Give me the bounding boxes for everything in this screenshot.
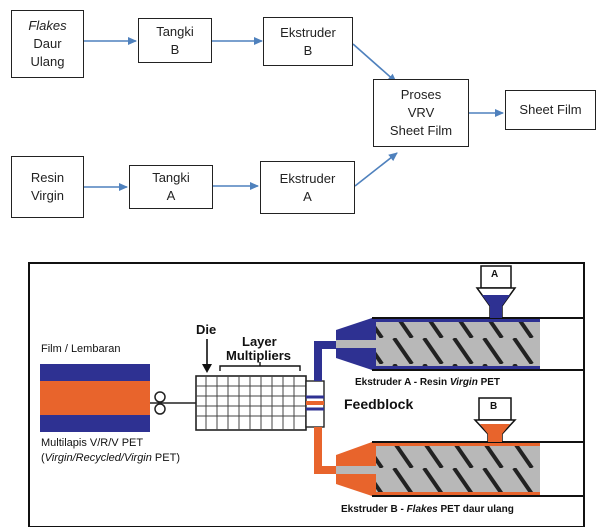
ekstruder-b-caption-post: PET daur ulang	[437, 504, 514, 515]
proses-line1: Proses	[400, 87, 442, 102]
tangki-a-line1: Tangki	[152, 170, 190, 185]
layer-multiplier-body	[195, 375, 307, 431]
multiplier-grid	[196, 376, 306, 430]
multipliers-label: Multipliers	[226, 348, 292, 363]
proses-line2: VRV	[407, 105, 435, 120]
die-label: Die	[196, 322, 217, 337]
tangki-a-line2: A	[166, 188, 176, 203]
hopper-b	[473, 397, 517, 443]
daur-label: Daur	[33, 36, 62, 51]
ekstruder-a-line2: A	[303, 188, 312, 204]
ekstruder-a-line1: Ekstruder	[279, 170, 336, 186]
ekstruder-a-caption-post: PET	[477, 377, 501, 388]
arrow-ekstruder-a-to-proses	[354, 152, 398, 187]
arrow-ekstruder-b-to-proses	[352, 43, 397, 83]
ekstruder-b-line1: Ekstruder	[280, 24, 336, 40]
tangki-b-box: Tangki B	[138, 18, 212, 63]
hopper-a-label: A	[491, 269, 499, 280]
ekstruder-b-box: Ekstruder B	[263, 17, 353, 66]
ekstruder-a-caption-italic: Virgin	[449, 377, 478, 388]
ulang-label: Ulang	[30, 54, 65, 69]
sheet-layer-top	[40, 364, 150, 381]
ekstruder-a-caption: Ekstruder A - Resin Virgin PET	[355, 377, 500, 388]
blue-feed-pipe	[314, 341, 336, 381]
proses-vrv-box: Proses VRV Sheet Film	[373, 79, 469, 147]
ekstruder-a-box: Ekstruder A	[260, 161, 355, 214]
ekstruder-b-line2: B	[303, 42, 313, 58]
tangki-b-line1: Tangki	[156, 23, 194, 39]
vrv-pet-label: (Virgin/Recycled/Virgin PET)	[41, 452, 180, 464]
multilapis-label: Multilapis V/R/V PET	[41, 437, 144, 449]
sheet-layer-middle	[40, 381, 150, 415]
resin-label: Resin	[30, 170, 65, 185]
sheet-film-label: Sheet Film	[519, 102, 582, 117]
ekstruder-b-caption-italic: Flakes	[406, 504, 438, 515]
sheet-layer-bottom	[40, 415, 150, 432]
ekstruder-b-caption-pre: Ekstruder B -	[341, 504, 407, 515]
vrv-open-paren: (	[41, 452, 45, 464]
hopper-b-label: B	[490, 401, 498, 412]
ekstruder-a-caption-pre: Ekstruder A - Resin	[355, 377, 450, 388]
ekstruder-b-caption: Ekstruder B - Flakes PET daur ulang	[341, 504, 514, 515]
tangki-b-line2: B	[170, 41, 180, 57]
sheet-film-box: Sheet Film	[505, 90, 596, 130]
roller-top	[154, 391, 166, 403]
orange-feed-pipe	[314, 427, 336, 474]
extruder-a	[336, 317, 584, 371]
proses-line3: Sheet Film	[389, 123, 453, 138]
virgin-label: Virgin	[30, 188, 64, 203]
layer-label: Layer	[242, 334, 277, 349]
extruder-b	[336, 441, 584, 497]
vrv-italic: Virgin/Recycled/Virgin	[44, 452, 152, 464]
tangki-a-box: Tangki A	[129, 165, 213, 209]
flakes-daur-ulang-box: Flakes Daur Ulang	[11, 10, 84, 78]
resin-virgin-box: Resin Virgin	[11, 156, 84, 218]
hopper-a	[475, 265, 517, 319]
roller-bottom	[154, 403, 166, 415]
flakes-label: Flakes	[28, 18, 67, 33]
film-lembaran-label: Film / Lembaran	[41, 343, 121, 355]
vrv-suffix: PET)	[151, 452, 180, 464]
feedblock-label: Feedblock	[344, 396, 414, 412]
